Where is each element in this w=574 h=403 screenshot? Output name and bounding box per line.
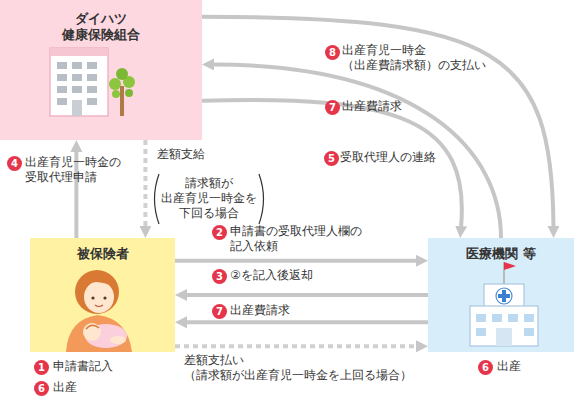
building-illustration-part	[72, 74, 82, 81]
edge-label: 出産育児一時金 （出産費請求額）の支払い	[342, 43, 492, 73]
bracket-pair-part	[259, 174, 264, 224]
flow-arrow	[175, 259, 416, 263]
building-illustration-part	[87, 86, 97, 93]
building-illustration-part	[57, 62, 67, 69]
callout-number: 5	[324, 151, 339, 166]
hospital-illustration-part	[504, 262, 516, 270]
edge-label: 出産育児一時金の 受取代理申請	[25, 155, 135, 185]
hospital-illustration-part	[470, 306, 538, 346]
building-illustration-part	[57, 74, 67, 81]
tree-illustration-part	[116, 68, 128, 80]
flow-arrow	[202, 100, 462, 226]
hospital-illustration-part	[484, 284, 524, 308]
edge-label: 受取代理人の連絡	[340, 150, 450, 165]
edge-label: 差額支払い （請求額が出産育児一時金を上回る場合）	[184, 353, 424, 383]
callout-number: 6	[34, 381, 49, 396]
mother-illustration-part	[95, 305, 103, 307]
callout-number: 1	[34, 360, 49, 375]
callout-number: 4	[7, 156, 22, 171]
hospital-illustration-part	[524, 328, 534, 336]
mother-illustration-part	[66, 315, 132, 352]
edge-label: 出産費請求	[342, 99, 462, 114]
building-illustration-part	[87, 74, 97, 81]
hospital-illustration-part	[508, 314, 518, 322]
mother-illustration-part	[75, 270, 119, 314]
hospital-illustration-part	[476, 328, 486, 336]
note-text: 出産	[497, 359, 557, 374]
callout-number: 8	[325, 45, 340, 60]
building-illustration-part	[87, 62, 97, 69]
building-illustration-part	[87, 98, 97, 105]
building-illustration-part	[50, 48, 108, 116]
hospital-illustration-part	[524, 314, 534, 322]
building-illustration-part	[50, 48, 108, 56]
entity-title: 医療機関 等	[436, 246, 566, 262]
callout-number: 2	[212, 225, 227, 240]
bracket-pair-part	[155, 174, 160, 224]
flow-arrow	[214, 64, 501, 238]
entity-title: ダイハツ 健康保険組合	[53, 11, 149, 43]
mother-illustration-part	[91, 296, 94, 299]
mother-illustration	[66, 270, 132, 352]
building-illustration-part	[72, 86, 82, 93]
dashed-flow-arrow	[175, 344, 416, 348]
mother-illustration-part	[86, 325, 99, 329]
building-illustration-part	[57, 98, 67, 105]
hospital-illustration-part	[492, 314, 502, 322]
building-illustration-part	[72, 62, 82, 69]
callout-number: 3	[212, 269, 227, 284]
building-illustration-part	[72, 100, 82, 116]
callout-number: 7	[325, 100, 340, 115]
note-text: 出産	[53, 380, 113, 395]
hospital-illustration-part	[498, 294, 510, 298]
edge-label: 出産費請求	[230, 303, 350, 318]
edge-label: 申請書の受取代理人欄の 記入依頼	[230, 224, 370, 254]
dashed-flow-arrow	[143, 140, 147, 226]
callout-number: 7	[212, 304, 227, 319]
tree-illustration-part	[109, 78, 121, 90]
mother-illustration-part	[78, 274, 116, 292]
tree-illustration	[109, 68, 135, 116]
entity-title: 被保険者	[38, 246, 168, 262]
tree-illustration-part	[125, 89, 133, 97]
hospital-illustration	[470, 262, 538, 346]
note-text: 請求額が 出産育児一時金を 下回る場合	[160, 176, 258, 221]
flow-arrow	[187, 293, 428, 297]
tree-illustration-part	[120, 86, 124, 116]
tree-illustration-part	[112, 90, 120, 98]
hospital-illustration-part	[476, 314, 486, 322]
building-illustration	[50, 48, 108, 116]
edge-label: 差額支給	[157, 147, 237, 162]
bracket-pair	[155, 174, 264, 224]
flow-arrow	[187, 320, 428, 324]
hospital-illustration-part	[496, 328, 512, 346]
callout-number: 6	[478, 360, 493, 375]
note-text: 申請書記入	[53, 359, 153, 374]
hospital-illustration-part	[496, 288, 512, 304]
building-illustration-part	[57, 86, 67, 93]
mother-illustration-part	[110, 336, 126, 344]
mother-illustration-part	[84, 281, 114, 313]
edge-label: ②を記入後返却	[230, 268, 370, 283]
mother-illustration-part	[103, 296, 106, 299]
mother-illustration-part	[83, 323, 101, 341]
